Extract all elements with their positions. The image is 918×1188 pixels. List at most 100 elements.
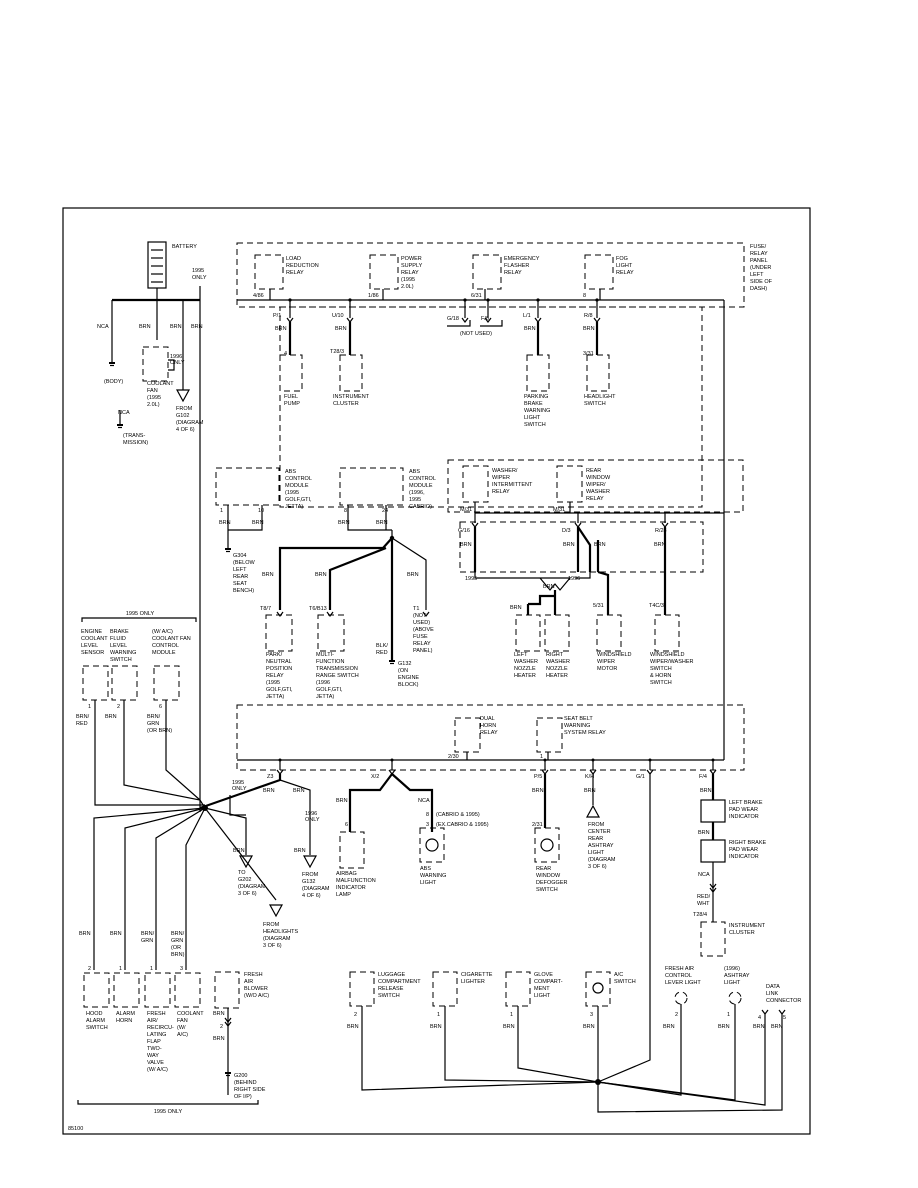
diagram-label: MODULE <box>285 483 309 489</box>
battery-label: BATTERY <box>172 244 197 250</box>
diagram-label: LIGHT <box>724 980 741 986</box>
diagram-label: BRN/ <box>141 931 155 937</box>
diagram-label: MODULE <box>152 650 176 656</box>
diagram-label: RED/ <box>697 894 711 900</box>
connector-mark <box>646 769 654 775</box>
diagram-label: SYSTEM RELAY <box>564 730 606 736</box>
connector-mark <box>541 769 549 775</box>
diagram-label: LINK <box>766 991 779 997</box>
splice-dot <box>591 758 595 762</box>
diagram-label: 1995 <box>232 780 244 786</box>
diagram-label: ONLY <box>232 786 247 792</box>
diagram-label: PARKING <box>524 394 548 400</box>
diagram-label: WARNING <box>524 408 550 414</box>
bottom-right-box <box>585 971 611 1007</box>
diagram-label: WARNING <box>420 873 446 879</box>
diagram-label: CONTROL <box>285 476 312 482</box>
bottom-left-box <box>174 972 201 1008</box>
wire <box>155 807 206 970</box>
diagram-label: LIGHT <box>420 880 437 886</box>
diagram-label: (BELOW <box>233 560 256 566</box>
diagram-label: L/1 <box>523 313 531 319</box>
diagram-label: INDICATOR <box>729 854 759 860</box>
diagram-label: BRN <box>524 326 536 332</box>
wiper-lower-panel <box>459 521 704 573</box>
diagram-label: COOLANT <box>177 1011 204 1017</box>
diagram-label: SIDE OF <box>750 279 773 285</box>
diagram-label: 8 <box>344 508 347 514</box>
diagram-label: BRN <box>213 1011 225 1017</box>
diagram-label: BRN <box>510 605 522 611</box>
diagram-label: FUEL <box>284 394 298 400</box>
diagram-label: SWITCH <box>524 422 546 428</box>
diagram-label: 4 <box>284 351 287 357</box>
diagram-label: DEFOGGER <box>536 880 568 886</box>
wire <box>77 1100 259 1105</box>
diagram-label: REAR <box>536 866 551 872</box>
diagram-label: (EX.CABRIO & 1995) <box>436 822 489 828</box>
diagram-label: (DIAGRAM <box>302 886 330 892</box>
connector-mark <box>709 883 717 893</box>
diagram-label: LAMP <box>336 892 351 898</box>
connector-mark <box>422 611 430 617</box>
diagram-label: 8 <box>426 812 429 818</box>
diagram-label: RELEASE <box>378 986 404 992</box>
diagram-label: NOZZLE <box>546 666 568 672</box>
diagram-label: WINDOW <box>536 873 561 879</box>
diagram-label: (DIAGRAM <box>238 884 266 890</box>
diagram-label: (1995 <box>266 680 280 686</box>
relay-box <box>584 254 614 290</box>
connector-mark <box>484 317 492 323</box>
diagram-label: BRN <box>335 326 347 332</box>
connector-mark <box>346 317 354 323</box>
diagram-label: FRESH AIR <box>665 966 694 972</box>
diagram-label: K/H <box>585 774 594 780</box>
diagram-label: BRN <box>219 520 231 526</box>
diagram-label: RELAY <box>266 673 284 679</box>
diagram-label: WASHER <box>586 489 610 495</box>
diagram-label: WINDSHIELD <box>597 652 632 658</box>
ground-symbol <box>117 424 123 426</box>
diagram-label: (1996, <box>409 490 425 496</box>
diagram-label: SEAT <box>233 581 248 587</box>
fuel-pump-box <box>279 354 303 392</box>
diagram-label: BLOWER <box>244 986 268 992</box>
diagram-label: WARNING <box>564 723 590 729</box>
relay-box <box>369 254 399 290</box>
diagram-label: BRN <box>376 520 388 526</box>
diagram-label: BRN <box>753 1024 765 1030</box>
diagram-label: POWER <box>401 256 422 262</box>
diagram-label: RELAY <box>750 251 768 257</box>
lever-light-bulb <box>674 991 688 1005</box>
diagram-label: BRN <box>170 324 182 330</box>
diagram-label: AIRBAG <box>336 871 357 877</box>
wire <box>528 594 555 606</box>
diagram-label: NCA <box>698 872 710 878</box>
wire <box>577 526 592 572</box>
splice-dot <box>543 758 547 762</box>
diagram-label: LIGHTER <box>461 979 485 985</box>
diagram-frame <box>62 207 811 1135</box>
diagram-label: X/2 <box>371 774 379 780</box>
diagram-label: REAR <box>233 574 248 580</box>
wire <box>168 359 175 371</box>
diagram-label: REDUCTION <box>286 263 319 269</box>
connector-mark <box>286 317 294 323</box>
wiper-switch-box <box>654 614 680 652</box>
wiper-motor-box <box>596 614 622 652</box>
splice-dot <box>390 758 394 762</box>
diagram-label: PAD WEAR <box>729 847 758 853</box>
diagram-label: P/1 <box>273 313 281 319</box>
wire <box>517 1006 599 1083</box>
diagram-label: T28/3 <box>330 349 344 355</box>
diagram-label: FROM <box>263 922 280 928</box>
connector-mark <box>276 611 284 617</box>
diagram-label: 1996 <box>305 811 317 817</box>
diagram-label: ABS <box>285 469 296 475</box>
diagram-label: BLK/ <box>376 643 388 649</box>
diagram-label: MOTOR <box>597 666 617 672</box>
diagram-label: 2 <box>354 1012 357 1018</box>
diagram-label: RELAY <box>504 270 522 276</box>
diagram-label: BLOCK) <box>398 682 419 688</box>
connector-mark <box>326 611 334 617</box>
